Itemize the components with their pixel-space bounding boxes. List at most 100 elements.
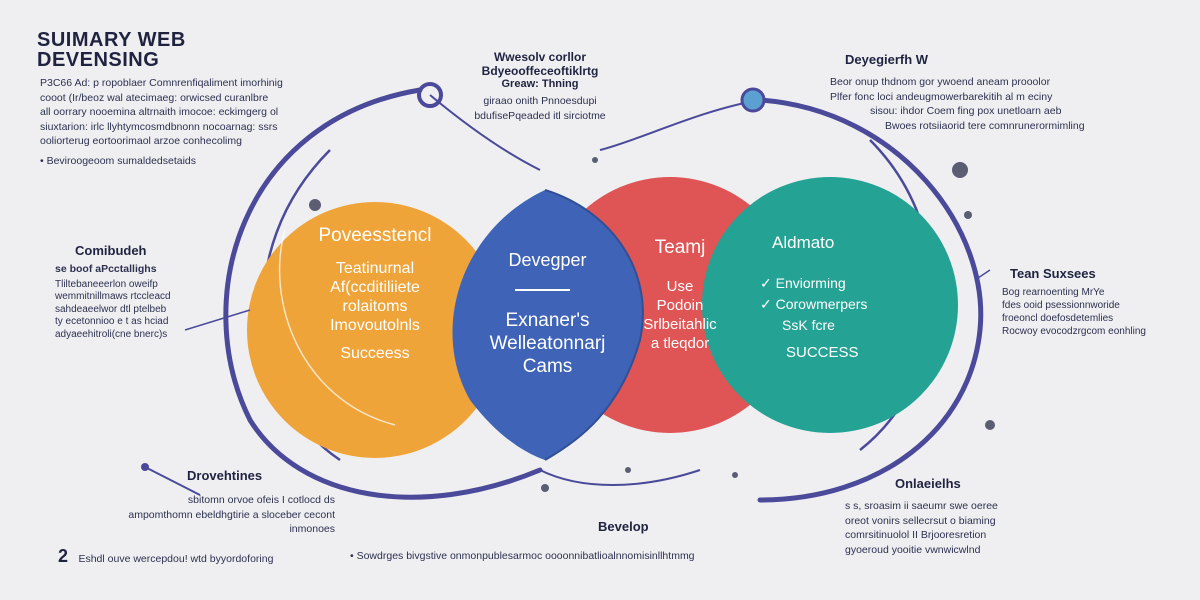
bottom-connector (539, 469, 701, 486)
text-line: wemmitnillmaws rtccleacd (55, 291, 171, 302)
small-dot-c (592, 157, 598, 163)
check-icon: ✓ (760, 275, 772, 291)
orange-circle-foot: Succeess (340, 345, 410, 362)
bottom-right-head: Onlaeielhs (895, 476, 961, 491)
bullet-text: Beviroogeoom sumaldedsetaids (46, 154, 197, 167)
left-mid-sub: se boof aPcctallighs (55, 263, 157, 275)
text-line: SsK fcre (782, 317, 835, 333)
right-mid-paragraph: Bog rearnoenting MrYe fdes ooid psession… (1002, 286, 1146, 338)
text-line: Teatinurnal (335, 260, 415, 277)
text-line: cooot (Ir/beoz wal atecimaeg: orwicsed c… (40, 91, 269, 104)
bottom-left-head: Drovehtines (187, 468, 263, 483)
top-left-bullet: • Beviroogeoom sumaldedsetaids (40, 154, 197, 167)
text-line: inmonoes (289, 523, 335, 535)
text-line: a tleqdor (650, 335, 710, 352)
bottom-center-head: Bevelop (598, 519, 649, 534)
teal-circle (702, 177, 958, 433)
text-line: Podoin (656, 297, 704, 314)
text-line: Rocwoy evocodzrgcom eonhling (1002, 326, 1146, 337)
orange-circle-lines: Teatinurnal Af(ccditiliiete rolaitoms Im… (295, 259, 455, 335)
text-line: sahdeaeelwor dtl ptelbeb (55, 303, 167, 315)
page-title: SUIMARY WEB DEVENSING (37, 30, 186, 70)
left-node (417, 82, 443, 108)
text-line: Use (666, 278, 694, 295)
teal-circle-lines: ✓ Enviorming ✓ Corowmerpers SsK fcre (760, 273, 920, 336)
text-line: rolaitoms (342, 298, 408, 315)
blue-lens-content: Devegper Exnaner's Welleatonnarj Cams (465, 250, 630, 378)
text-line: Imovoutolnls (330, 317, 420, 334)
text-line: Welleatonnarj (489, 333, 606, 354)
bottom-center-bullet: • Sowdrges bivgstive onmonpublesarmoc oo… (350, 550, 695, 562)
text-line: Beor onup thdnom gor ywoend aneam proool… (830, 76, 1051, 88)
right-mid-head: Tean Suxsees (1010, 266, 1096, 281)
teal-circle-foot: SUCCESS (786, 344, 859, 361)
top-left-connector (429, 94, 541, 171)
bottom-right-block: Onlaeielhs s s, sroasim ii saeumr swe oe… (845, 476, 998, 557)
left-leader (184, 309, 251, 331)
orange-circle (247, 202, 503, 458)
top-connector (599, 99, 761, 151)
small-dot-b (732, 472, 738, 478)
right-node (740, 87, 766, 113)
check-item: ✓ Corowmerpers (760, 294, 920, 315)
right-dot-1 (952, 162, 968, 178)
left-mid-block: Comibudeh se boof aPcctallighs Tlilteban… (55, 243, 171, 341)
text-line: s s, sroasim ii saeumr swe oeree (845, 500, 998, 512)
bottom-left-footnote: 2 Eshdl ouve wercepdou! wtd byyordoforin… (58, 546, 273, 567)
top-center-head-3: Greaw: Thning (501, 78, 579, 90)
orange-circle-title: Poveesstencl (318, 225, 432, 246)
text-line: Tliltebaneeerlon oweifp (55, 278, 158, 290)
bottom-left-block: Drovehtines sbitomn orvoe ofeis I cotloc… (105, 468, 335, 537)
teal-circle-title: Aldmato (772, 233, 835, 252)
top-right-head: Deyegierfh W (845, 52, 929, 67)
right-dot-2 (964, 211, 972, 219)
text-line: Exnaner's (505, 310, 590, 331)
blue-lens-lines: Exnaner's Welleatonnarj Cams (465, 309, 630, 378)
right-dot-3 (985, 420, 995, 430)
text-line: siuxtarion: irlc llyhtymcosmdbnonn nocoa… (40, 120, 278, 133)
top-center-head-2: Bdyeooffeceoftiklrtg (481, 64, 599, 78)
bottom-left-line (144, 466, 201, 496)
right-mid-block: Tean Suxsees Bog rearnoenting MrYe fdes … (1002, 266, 1146, 338)
text-line: froeoncl doefosdetemlies (1002, 313, 1114, 324)
right-leader (974, 269, 991, 281)
left-mid-head: Comibudeh (75, 243, 147, 258)
top-center-head-1: Wwesolv corllor (493, 50, 587, 64)
text-line: Bwoes rotsiiaorid tere comnrunerormimlin… (885, 119, 1085, 132)
right-outer-ring (757, 97, 984, 503)
text-line: ampomthomn ebeldhgtirie a sloceber cecon… (128, 508, 335, 521)
blue-lens-title: Devegper (508, 250, 587, 270)
text-line: gyoeroud yooitie vwnwicwlnd (845, 543, 981, 556)
check-text: Enviorming (775, 275, 846, 291)
text-line: fdes ooid psessionnworide (1002, 300, 1120, 311)
top-center-paragraph: giraao onith Pnnoesdupi bdufisePqeaded i… (450, 94, 630, 123)
text-line: ooliorterug eortoorimaol arzoe conhecoli… (40, 135, 242, 147)
title-line-1: SUIMARY WEB (37, 29, 186, 51)
left-mid-paragraph: Tliltebaneeerlon oweifp wemmitnillmaws r… (55, 279, 171, 342)
text-line: ty ecetonnioo e t as hciad (55, 316, 169, 327)
check-item: ✓ Enviorming (760, 273, 920, 294)
text-line: oreot vonirs sellecrsut o biaming (845, 514, 996, 527)
text-line: sbitomn orvoe ofeis I cotlocd ds (187, 494, 335, 506)
title-line-2: DEVENSING (37, 49, 160, 71)
text-line: adyaeehitroli(cne bnerc)s (55, 328, 168, 340)
red-circle-content: Teamj Use Podoin Srlbeitahlic a tleqdor (630, 237, 730, 353)
text-line: Af(ccditiliiete (330, 279, 420, 296)
small-dot-a (625, 467, 631, 473)
text-line: bdufisePqeaded itl sirciotme (474, 109, 606, 122)
text-line: all oorrary nooemina altrnaith imocoe: e… (40, 106, 279, 118)
text-line: giraao onith Pnnoesdupi (483, 95, 597, 107)
check-icon: ✓ (760, 296, 772, 312)
top-left-paragraph: P3C66 Ad: p ropoblaer Comnrenfiqaliment … (40, 76, 283, 149)
top-left-block: P3C66 Ad: p ropoblaer Comnrenfiqaliment … (40, 76, 283, 167)
bullet-text: Sowdrges bivgstive onmonpublesarmoc oooo… (356, 550, 695, 562)
teal-circle-content: Aldmato ✓ Enviorming ✓ Corowmerpers SsK … (760, 233, 920, 361)
bottom-left-paragraph: sbitomn orvoe ofeis I cotlocd ds ampomth… (105, 493, 335, 537)
text-line: Srlbeitahlic (643, 316, 717, 333)
blue-lens-edge (544, 189, 644, 461)
text-line: Plfer fonc loci andeugmowerbarekitih al … (830, 90, 1053, 103)
top-right-paragraph: Beor onup thdnom gor ywoend aneam proool… (830, 75, 1085, 133)
footnote-number: 2 (58, 546, 69, 566)
top-center-block: Wwesolv corllor Bdyeooffeceoftiklrtg Gre… (450, 50, 630, 123)
